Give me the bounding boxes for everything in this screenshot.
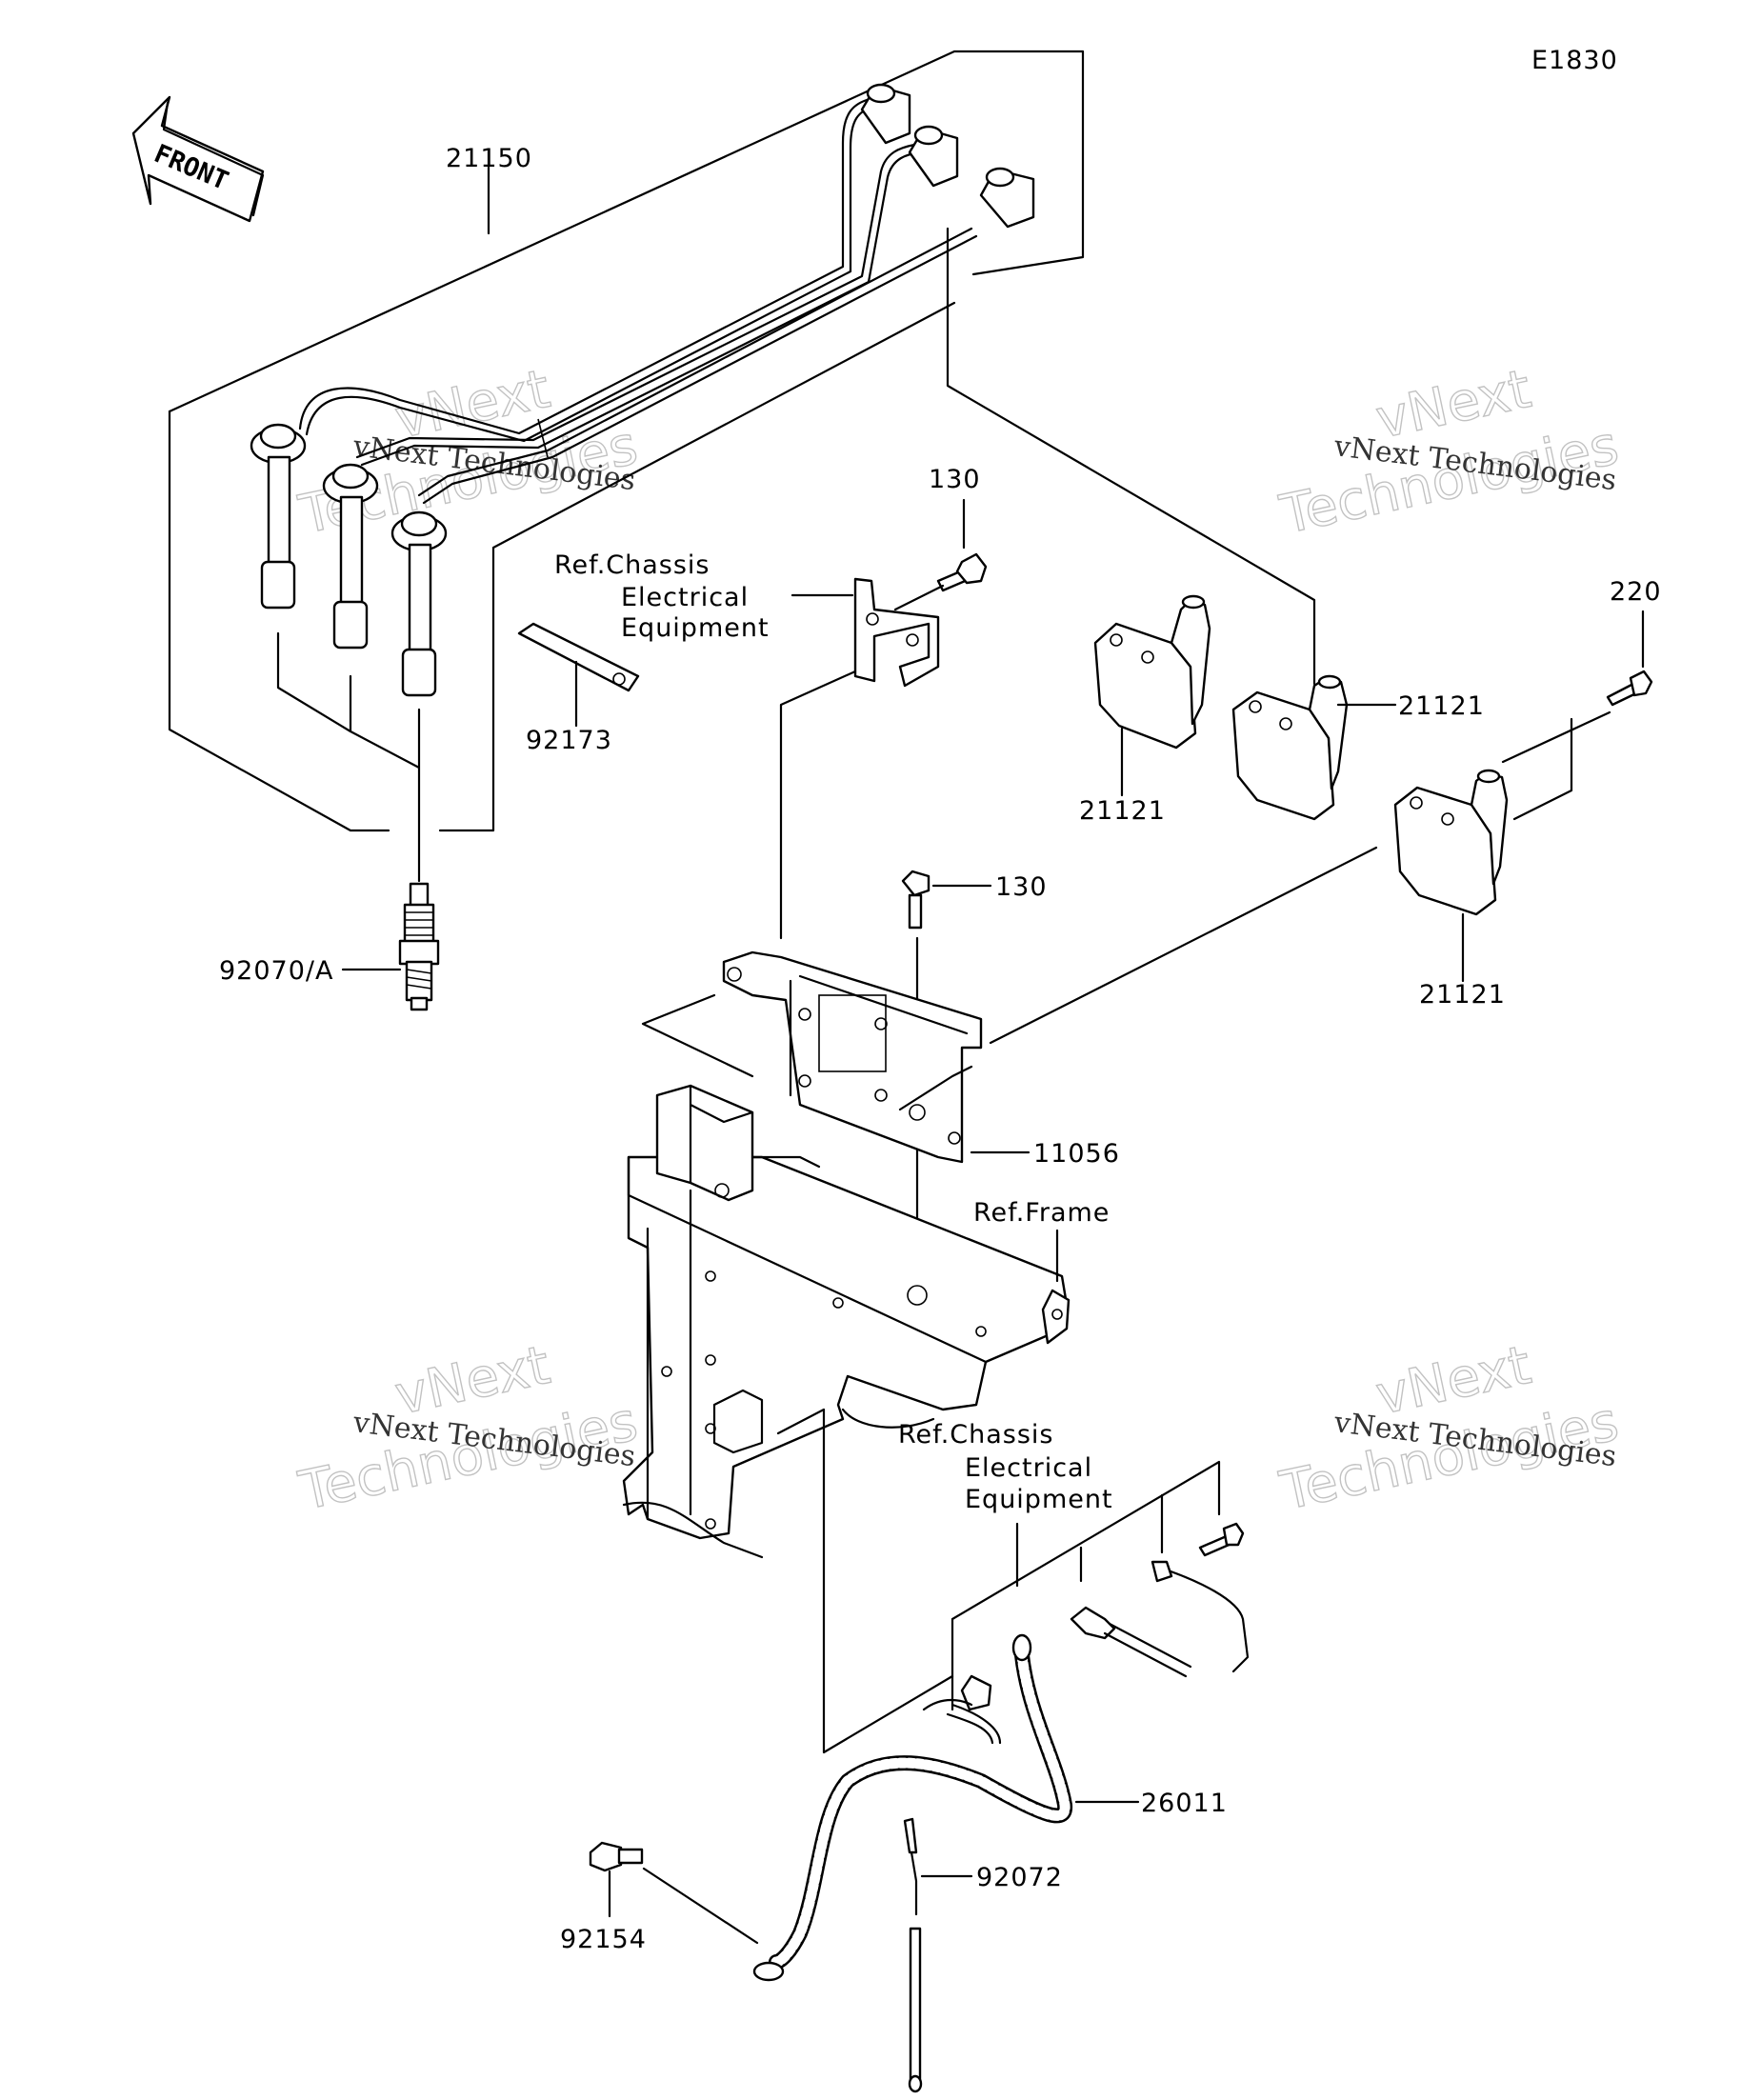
clamp-92173 — [517, 622, 640, 692]
plug-cap-top-3 — [979, 167, 1035, 229]
ref-chassis-lower-line1: Ref.Chassis — [898, 1420, 1054, 1450]
callout-coil-middle: 21121 — [1398, 691, 1485, 721]
ignition-coil-middle — [1231, 674, 1349, 821]
bolt-130-lower-icon — [901, 870, 931, 930]
callout-band: 92072 — [976, 1863, 1063, 1892]
bolt-220-icon — [1606, 670, 1653, 707]
plug-cap-top-1 — [860, 83, 911, 145]
callout-bolt-coil: 220 — [1610, 577, 1662, 607]
ignition-coil-right — [1393, 769, 1509, 916]
plug-cap-bottom-3 — [390, 510, 448, 697]
callout-bracket: 11056 — [1033, 1139, 1120, 1169]
coil-bracket-11056 — [722, 950, 983, 1164]
ref-chassis-upper-line1: Ref.Chassis — [554, 550, 710, 580]
bolt-lower-chassis-icon — [1198, 1522, 1245, 1557]
callout-ignition-cords: 21150 — [446, 144, 532, 173]
band-92072 — [903, 1817, 923, 2093]
callout-bolt-lead: 92154 — [560, 1925, 647, 1954]
bolt-130-upper-icon — [936, 552, 988, 592]
ref-frame: Ref.Frame — [973, 1198, 1110, 1228]
bolt-92154-icon — [589, 1841, 644, 1872]
plug-cap-top-2 — [908, 125, 959, 188]
callout-coil-right: 21121 — [1419, 980, 1506, 1010]
ref-chassis-upper-line2: Electrical — [621, 583, 749, 612]
chassis-wiring-lower — [922, 1522, 1250, 1745]
chassis-bracket-upper — [853, 577, 940, 688]
callout-coil-left: 21121 — [1079, 796, 1166, 826]
ref-chassis-upper-line3: Equipment — [621, 613, 770, 643]
callout-bolt-lower: 130 — [995, 872, 1048, 902]
front-arrow-icon: FRONT — [131, 95, 265, 223]
ignition-coil-left — [1093, 594, 1211, 750]
callout-bolt-upper: 130 — [929, 465, 981, 494]
ref-chassis-lower-line2: Electrical — [965, 1453, 1092, 1483]
ref-chassis-lower-line3: Equipment — [965, 1485, 1113, 1514]
watermark-top-right: vNext Technologies vNext Technologies — [1274, 357, 1625, 547]
plug-cap-bottom-1 — [250, 423, 307, 610]
diagram-code: E1830 — [1531, 46, 1618, 75]
spark-plug-icon — [398, 882, 440, 1011]
callout-clamp: 92173 — [526, 726, 612, 755]
watermark-bottom-right: vNext Technologies vNext Technologies — [1274, 1333, 1625, 1523]
battery-lead-26011 — [752, 1633, 1073, 1982]
callout-spark-plug: 92070/A — [219, 956, 333, 986]
watermark-bottom-left: vNext Technologies vNext Technologies — [293, 1333, 644, 1523]
plug-cap-bottom-2 — [322, 463, 379, 650]
frame — [622, 1084, 1071, 1559]
callout-lead: 26011 — [1141, 1789, 1228, 1818]
ignition-cord-group-outline — [168, 50, 1316, 832]
